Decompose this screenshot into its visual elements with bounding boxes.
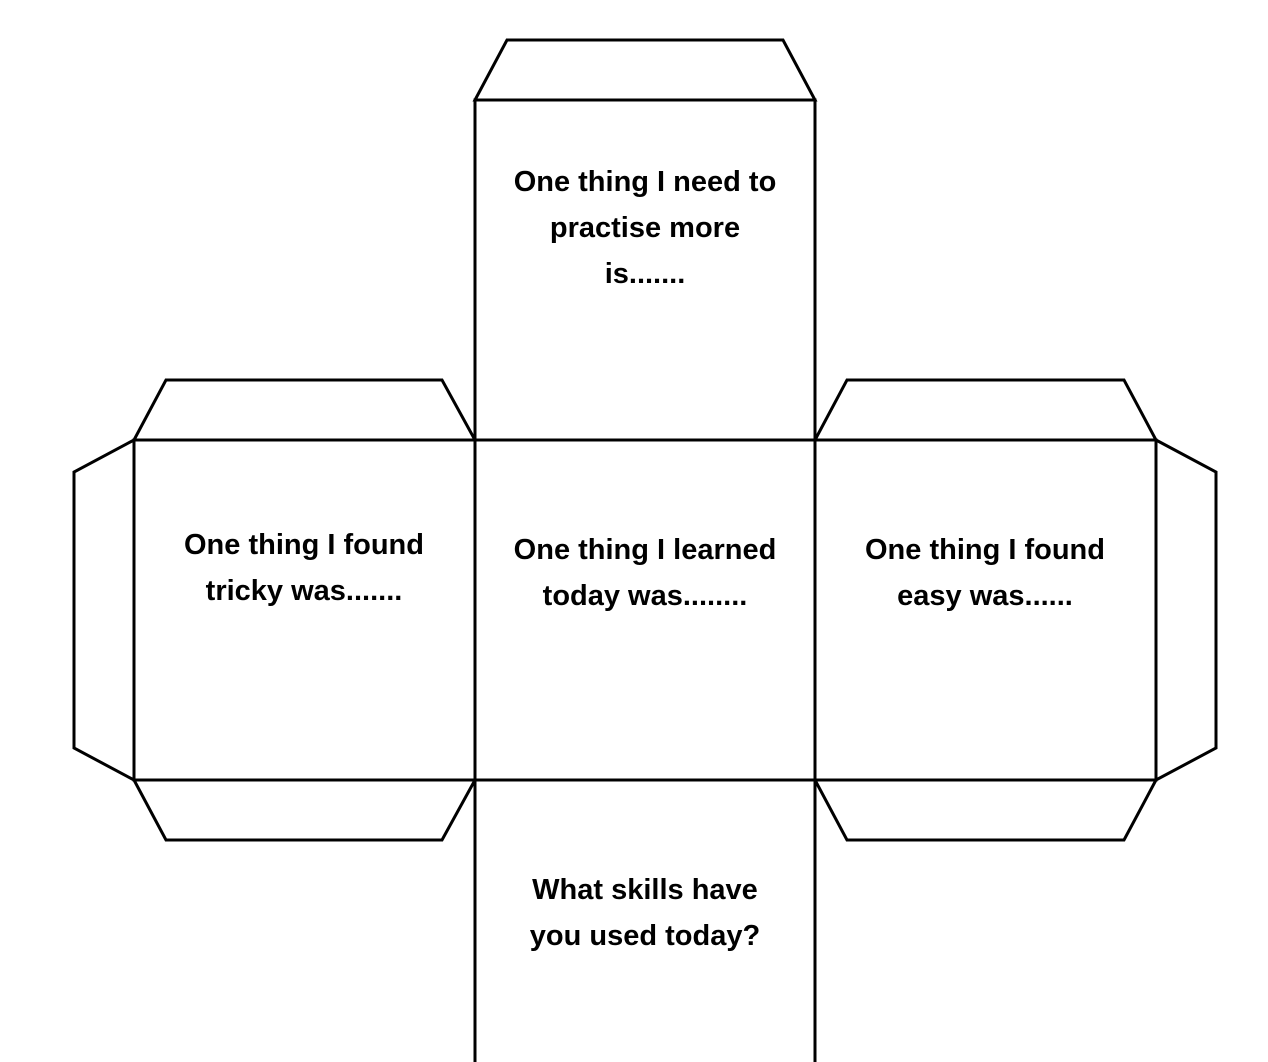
top-face-text-line-3: is....... (605, 258, 686, 290)
right-face-bottom-tab (812, 778, 1159, 842)
center-face (473, 438, 817, 782)
right-face-side-tab (1154, 437, 1218, 783)
left-face-side-tab (72, 437, 136, 783)
top-face-text-line-1: One thing I need to (514, 166, 777, 198)
right-face-text-line-2: easy was...... (897, 580, 1073, 612)
center-face-text-line-1: One thing I learned (514, 534, 777, 566)
left-face-top-tab (131, 378, 478, 442)
top-face-tab (472, 38, 818, 102)
center-face-text-line-2: today was........ (543, 580, 748, 612)
bottom-face-text-line-2: you used today? (530, 920, 760, 952)
top-face (473, 98, 817, 442)
right-face-top-tab (812, 378, 1159, 442)
left-face-text-line-2: tricky was....... (206, 575, 403, 607)
bottom-face-text-line-1: What skills have (532, 874, 758, 906)
left-face-bottom-tab (131, 778, 478, 842)
right-face-text-line-1: One thing I found (865, 534, 1105, 566)
left-face-text-line-1: One thing I found (184, 529, 424, 561)
top-face-text-line-2: practise more (550, 212, 740, 244)
bottom-face (473, 778, 817, 1062)
left-face (132, 438, 477, 782)
right-face (813, 438, 1158, 782)
